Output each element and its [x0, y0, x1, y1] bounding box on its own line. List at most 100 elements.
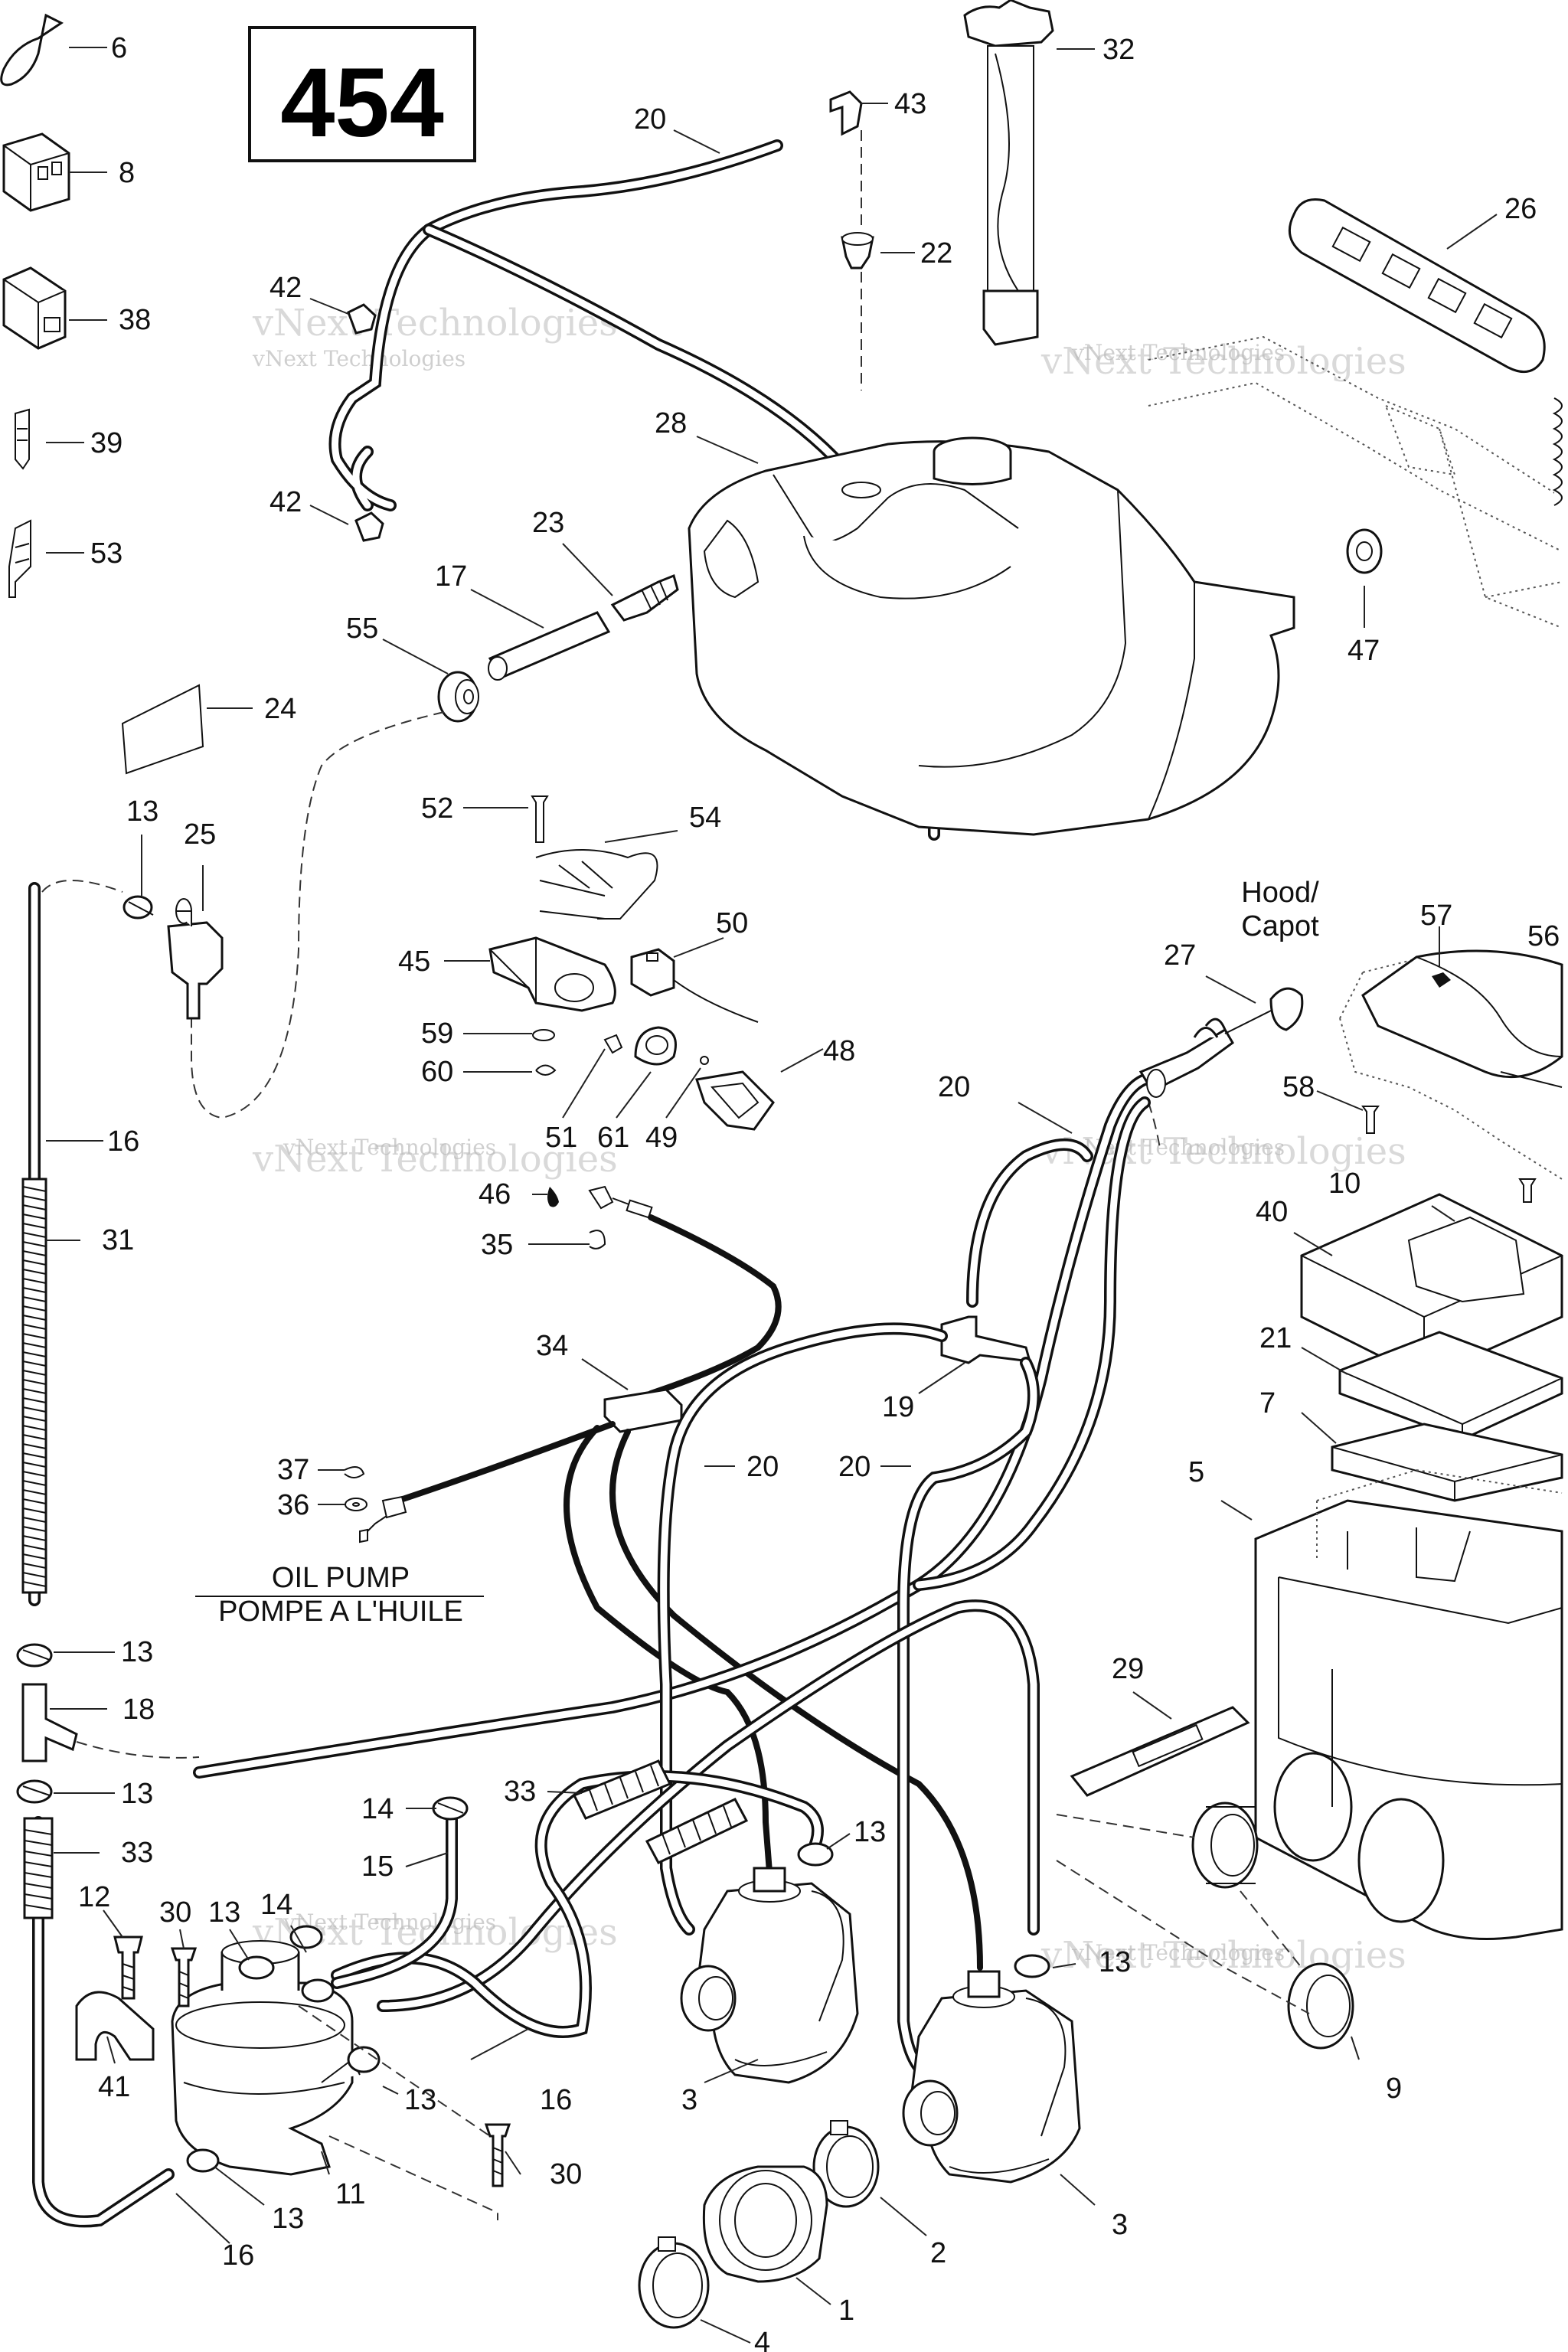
- callout: 16: [222, 2239, 254, 2272]
- callout: 45: [398, 946, 430, 978]
- callout: 25: [184, 818, 216, 851]
- watermark-1: vNext Technologies: [252, 302, 618, 345]
- callout: 30: [159, 1896, 191, 1929]
- callout: 4: [754, 2327, 770, 2352]
- clamp-13-carb-right: [1014, 1954, 1050, 1978]
- callout: 13: [272, 2203, 304, 2235]
- watermark-2: vNext Technologies: [1040, 340, 1406, 383]
- callout: 13: [126, 795, 158, 828]
- callout: 28: [655, 407, 687, 439]
- callout: 7: [1259, 1387, 1276, 1419]
- callout: 29: [1112, 1653, 1144, 1685]
- dash-primer: [1148, 1102, 1161, 1149]
- frame-dotted: [1148, 335, 1563, 629]
- callout: 53: [90, 537, 122, 570]
- t-fitting-18: [21, 1683, 78, 1762]
- watermark-6: vNext Technologies: [1040, 1934, 1406, 1977]
- bracket-41: [75, 1991, 155, 2061]
- callout: 11: [335, 2178, 365, 2210]
- callout: 30: [550, 2158, 582, 2190]
- callout: 2: [930, 2237, 946, 2269]
- clip-42-bottom: [354, 511, 384, 542]
- filter-7: [1331, 1423, 1563, 1502]
- screw-58: [1361, 1106, 1380, 1134]
- cover-56: [1361, 949, 1563, 1088]
- clamp-4: [638, 2236, 710, 2329]
- nipple-46: [547, 1187, 559, 1207]
- hood-label-en: Hood/: [1241, 877, 1319, 909]
- oil-pump-label-fr: POMPE A L'HUILE: [218, 1596, 463, 1628]
- emblem-57: [1432, 972, 1451, 988]
- callout: 59: [421, 1018, 453, 1050]
- callout: 50: [716, 907, 748, 939]
- washer-36: [345, 1498, 368, 1511]
- spring-right: [1552, 397, 1563, 506]
- callout: 57: [1420, 900, 1452, 932]
- clamp-14-lower: [289, 1925, 323, 1949]
- fitting-23: [610, 573, 679, 622]
- page-number: 454: [280, 48, 444, 158]
- callout: 17: [435, 560, 467, 593]
- adaptor-1: [702, 2165, 828, 2283]
- dash-vent-line: [191, 711, 445, 1119]
- dash-valve-line: [41, 880, 123, 893]
- switch-50: [630, 948, 759, 1023]
- callout: 3: [681, 2084, 697, 2116]
- screw-right: [1518, 1178, 1537, 1203]
- callout: 32: [1102, 34, 1135, 66]
- callout: 38: [119, 304, 151, 336]
- oil-pump-label: OIL PUMP POMPE A L'HUILE: [195, 1562, 484, 1628]
- dash-tee: [76, 1741, 200, 1759]
- callout: 41: [98, 2071, 130, 2103]
- filter-21: [1338, 1331, 1563, 1441]
- callout: 22: [920, 237, 952, 270]
- callout: 13: [208, 1896, 240, 1929]
- hose-20-primer-line: [913, 1096, 1151, 1591]
- hose-15: [331, 1812, 458, 1989]
- callout: 31: [102, 1224, 134, 1256]
- callout: 14: [260, 1889, 292, 1921]
- tube-17: [488, 611, 611, 681]
- hood-label-fr: Capot: [1241, 910, 1319, 942]
- carburetor-3-right: [902, 1970, 1081, 2184]
- callout: 21: [1259, 1322, 1292, 1354]
- callout: 46: [479, 1178, 511, 1210]
- filter-10: [1300, 1193, 1563, 1380]
- callout: 10: [1328, 1168, 1361, 1200]
- callout: 43: [894, 88, 926, 120]
- callout: 24: [264, 693, 296, 725]
- carburetor-3-left: [680, 1867, 859, 2084]
- clip-37: [344, 1466, 365, 1478]
- callout: 1: [838, 2295, 854, 2327]
- clamp-13-pump-top: [238, 1955, 275, 1980]
- hose-16-crossover: [331, 1599, 1040, 2038]
- primer-27: [1138, 987, 1304, 1098]
- bolt-12: [113, 1936, 143, 2000]
- cable-adjuster: [359, 1495, 407, 1544]
- airbox-5: [1254, 1468, 1563, 1940]
- screw-52: [531, 795, 549, 843]
- decal-24: [121, 684, 204, 775]
- clamp-14-upper: [432, 1796, 469, 1821]
- cable-throttle-upper: [648, 1214, 782, 1396]
- connector-8: [2, 132, 70, 212]
- callout: 58: [1282, 1071, 1315, 1103]
- leader-lines: [46, 47, 1498, 2344]
- callout: 19: [882, 1391, 914, 1423]
- callout: 15: [361, 1851, 394, 1883]
- connector-38: [2, 266, 67, 350]
- cable-end: [588, 1185, 653, 1219]
- callout: 61: [597, 1122, 629, 1154]
- callout: 52: [421, 792, 453, 825]
- callout: 42: [270, 272, 302, 304]
- grommet-55: [437, 671, 479, 723]
- clamp-13-left-upper: [16, 1643, 53, 1668]
- callout: 13: [404, 2084, 436, 2116]
- sleeve-33-center: [572, 1759, 749, 1864]
- clamp-13-left-lower: [16, 1779, 53, 1804]
- dash-pump: [298, 2005, 498, 2220]
- callout: 36: [277, 1489, 309, 1521]
- callout: 47: [1348, 635, 1380, 667]
- callout: 48: [823, 1035, 855, 1067]
